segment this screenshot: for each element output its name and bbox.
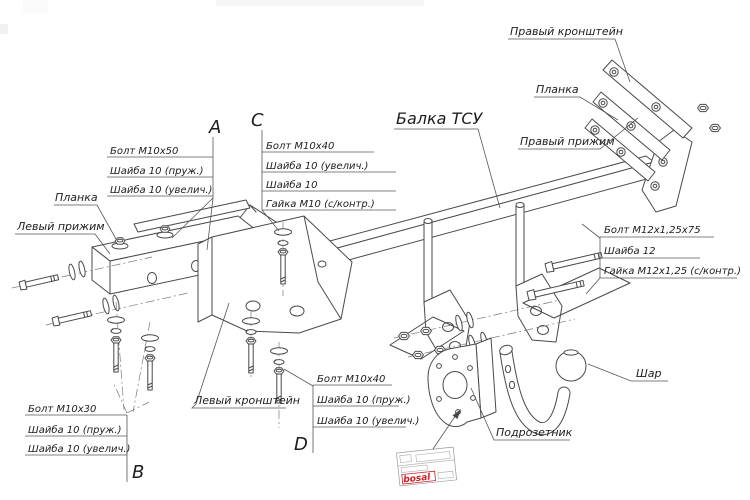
svg-text:Шайба 10 (увелич.): Шайба 10 (увелич.) [110,184,212,196]
svg-text:Болт М12х1,25х75: Болт М12х1,25х75 [604,225,701,236]
callout-a: A Болт М10х50 Шайба 10 (пруж.) Шайба 10 … [107,117,221,251]
svg-text:Балка ТСУ: Балка ТСУ [396,109,484,128]
svg-text:Шайба 10 (пруж.): Шайба 10 (пруж.) [28,424,122,436]
bosal-sticker: bosal [396,446,458,487]
scan-artifact-left [0,24,8,34]
svg-text:Гайка М12х1,25 (с/контр.): Гайка М12х1,25 (с/контр.) [604,266,741,277]
socket-plate-drawing [427,337,497,427]
callout-b: Болт М10х30 Шайба 10 (пруж.) Шайба 10 (у… [25,383,150,483]
label-planka-left: Планка [54,191,117,240]
sticker-arrow [432,409,461,450]
label-right-bracket: Правый кронштейн [508,25,631,83]
scan-artifact-top [216,0,424,6]
bosal-logo: bosal [403,473,432,486]
callout-m12: Болт М12х1,25х75 Шайба 12 Гайка М12х1,25… [581,223,741,295]
bosal-logo-box [401,470,437,485]
svg-text:Шайба 10 (пруж.): Шайба 10 (пруж.) [110,165,204,177]
ball-hook-drawing [499,344,587,436]
svg-text:Планка: Планка [55,191,98,204]
svg-text:Шайба 10 (пруж.): Шайба 10 (пруж.) [317,394,411,406]
callout-c: C Болт М10х40 Шайба 10 (увелич.) Шайба 1… [251,110,396,232]
label-beam: Балка ТСУ [394,109,501,209]
left-bolts-drawing [11,256,189,327]
callout-d: D Болт М10х40 Шайба 10 (пруж.) Шайба 10 … [283,368,419,455]
label-socket-plate: Подрозетник [470,387,573,441]
svg-text:Гайка М10 (с/контр.): Гайка М10 (с/контр.) [266,199,375,210]
svg-text:Болт М10х40: Болт М10х40 [266,141,334,152]
label-planka-right: Планка [534,83,619,121]
svg-text:Правый прижим: Правый прижим [520,135,615,148]
svg-text:Правый кронштейн: Правый кронштейн [510,25,623,38]
label-right-clamp: Правый прижим [518,117,639,150]
clamp-bolt-stacks-drawing [108,301,159,413]
svg-text:Шайба 10: Шайба 10 [266,179,318,191]
bracket-bolt-stacks-drawing [243,312,288,428]
svg-text:Шайба 10 (увелич.): Шайба 10 (увелич.) [266,160,368,172]
right-bracket-drawing [584,59,721,213]
svg-text:Шайба 12: Шайба 12 [604,245,656,257]
upper-bolt-stack-drawing [275,222,292,296]
svg-text:Левый кронштейн: Левый кронштейн [193,394,300,407]
section-letter-c: C [251,110,264,131]
section-letter-a: A [208,117,221,138]
section-letter-b: B [132,462,144,483]
svg-text:Шайба 10 (увелич.): Шайба 10 (увелич.) [28,443,130,455]
svg-text:Болт М10х50: Болт М10х50 [110,146,178,157]
label-left-clamp: Левый прижим [15,220,111,255]
label-ball: Шар [587,363,668,382]
svg-text:Болт М10х40: Болт М10х40 [317,374,385,385]
svg-text:Подрозетник: Подрозетник [496,426,573,439]
svg-text:Болт М10х30: Болт М10х30 [28,404,96,415]
svg-text:Шар: Шар [636,367,662,380]
section-letter-d: D [294,434,308,455]
svg-text:Шайба 10 (увелич.): Шайба 10 (увелич.) [317,415,419,427]
svg-text:Левый прижим: Левый прижим [16,220,105,233]
svg-text:Планка: Планка [536,83,579,96]
label-left-bracket: Левый кронштейн [191,302,300,409]
scan-artifact-topleft [23,0,48,13]
